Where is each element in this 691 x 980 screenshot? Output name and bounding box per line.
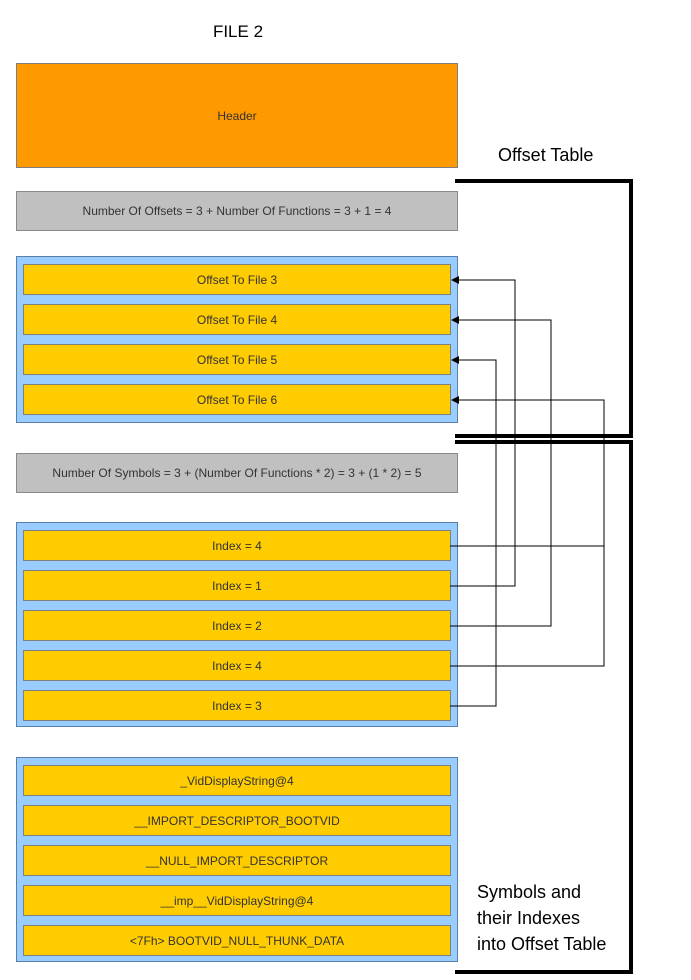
connector-line bbox=[450, 316, 552, 627]
index-group: Index = 4 Index = 1 Index = 2 Index = 4 … bbox=[16, 522, 458, 727]
offset-table-bracket bbox=[455, 179, 633, 438]
offset-group: Offset To File 3 Offset To File 4 Offset… bbox=[16, 256, 458, 423]
symbol-count-bar: Number Of Symbols = 3 + (Number Of Funct… bbox=[16, 453, 458, 493]
connector-line bbox=[450, 356, 497, 707]
connector-line bbox=[450, 546, 605, 667]
index-item: Index = 4 bbox=[23, 650, 451, 681]
offset-item: Offset To File 5 bbox=[23, 344, 451, 375]
symbol-item: <7Fh> BOOTVID_NULL_THUNK_DATA bbox=[23, 925, 451, 956]
symbol-item: __imp__VidDisplayString@4 bbox=[23, 885, 451, 916]
connector-line bbox=[450, 276, 516, 587]
symbols-bracket bbox=[455, 440, 633, 974]
offset-table-label: Offset Table bbox=[498, 145, 594, 165]
header-block: Header bbox=[16, 63, 458, 168]
offset-item: Offset To File 6 bbox=[23, 384, 451, 415]
offset-item: Offset To File 4 bbox=[23, 304, 451, 335]
index-item: Index = 3 bbox=[23, 690, 451, 721]
symbol-item: __NULL_IMPORT_DESCRIPTOR bbox=[23, 845, 451, 876]
index-item: Index = 2 bbox=[23, 610, 451, 641]
symbols-label-line: Symbols and bbox=[477, 882, 582, 902]
symbols-label-line: their Indexes bbox=[477, 908, 581, 928]
connector-line bbox=[450, 396, 605, 547]
offset-count-bar: Number Of Offsets = 3 + Number Of Functi… bbox=[16, 191, 458, 231]
symbol-group: _VidDisplayString@4 __IMPORT_DESCRIPTOR_… bbox=[16, 757, 458, 962]
file-title: FILE 2 bbox=[212, 22, 264, 41]
index-item: Index = 1 bbox=[23, 570, 451, 601]
symbol-item: __IMPORT_DESCRIPTOR_BOOTVID bbox=[23, 805, 451, 836]
symbol-item: _VidDisplayString@4 bbox=[23, 765, 451, 796]
index-item: Index = 4 bbox=[23, 530, 451, 561]
offset-item: Offset To File 3 bbox=[23, 264, 451, 295]
symbols-indexes-label: Symbols and their Indexes into Offset Ta… bbox=[477, 879, 637, 957]
symbols-label-line: into Offset Table bbox=[477, 934, 607, 954]
